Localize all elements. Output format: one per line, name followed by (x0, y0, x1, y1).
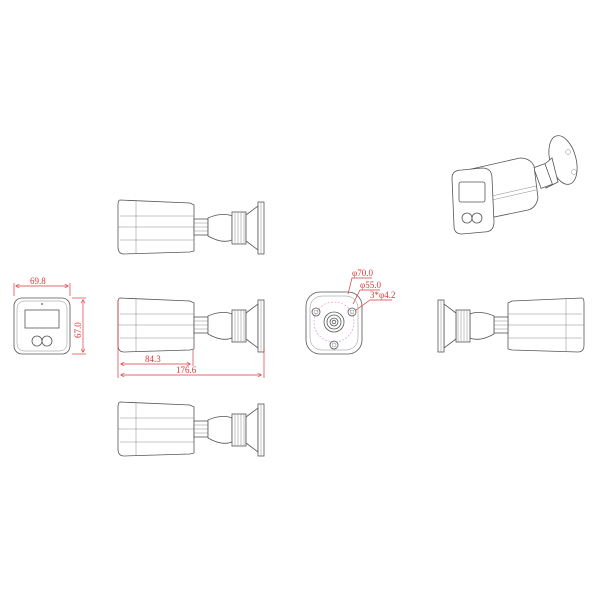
outer-diameter-dim: φ70.0 (352, 268, 373, 278)
body-length-dim: 84.3 (145, 354, 161, 364)
bolt-circle-dim: φ55.0 (360, 280, 381, 290)
side-view: 84.3 176.6 (117, 297, 265, 378)
width-dim: 69.8 (30, 276, 46, 286)
height-dim: 67.0 (73, 322, 83, 338)
mount-base-view: φ70.0 φ55.0 3*φ4.2 (305, 268, 395, 355)
isometric-view (451, 135, 578, 235)
bottom-view (117, 401, 265, 457)
total-length-dim: 176.6 (176, 365, 197, 375)
top-view (117, 199, 265, 255)
opposite-side-view (437, 297, 585, 353)
holes-dim: 3*φ4.2 (370, 290, 395, 300)
front-view: 69.8 67.0 (13, 276, 86, 355)
